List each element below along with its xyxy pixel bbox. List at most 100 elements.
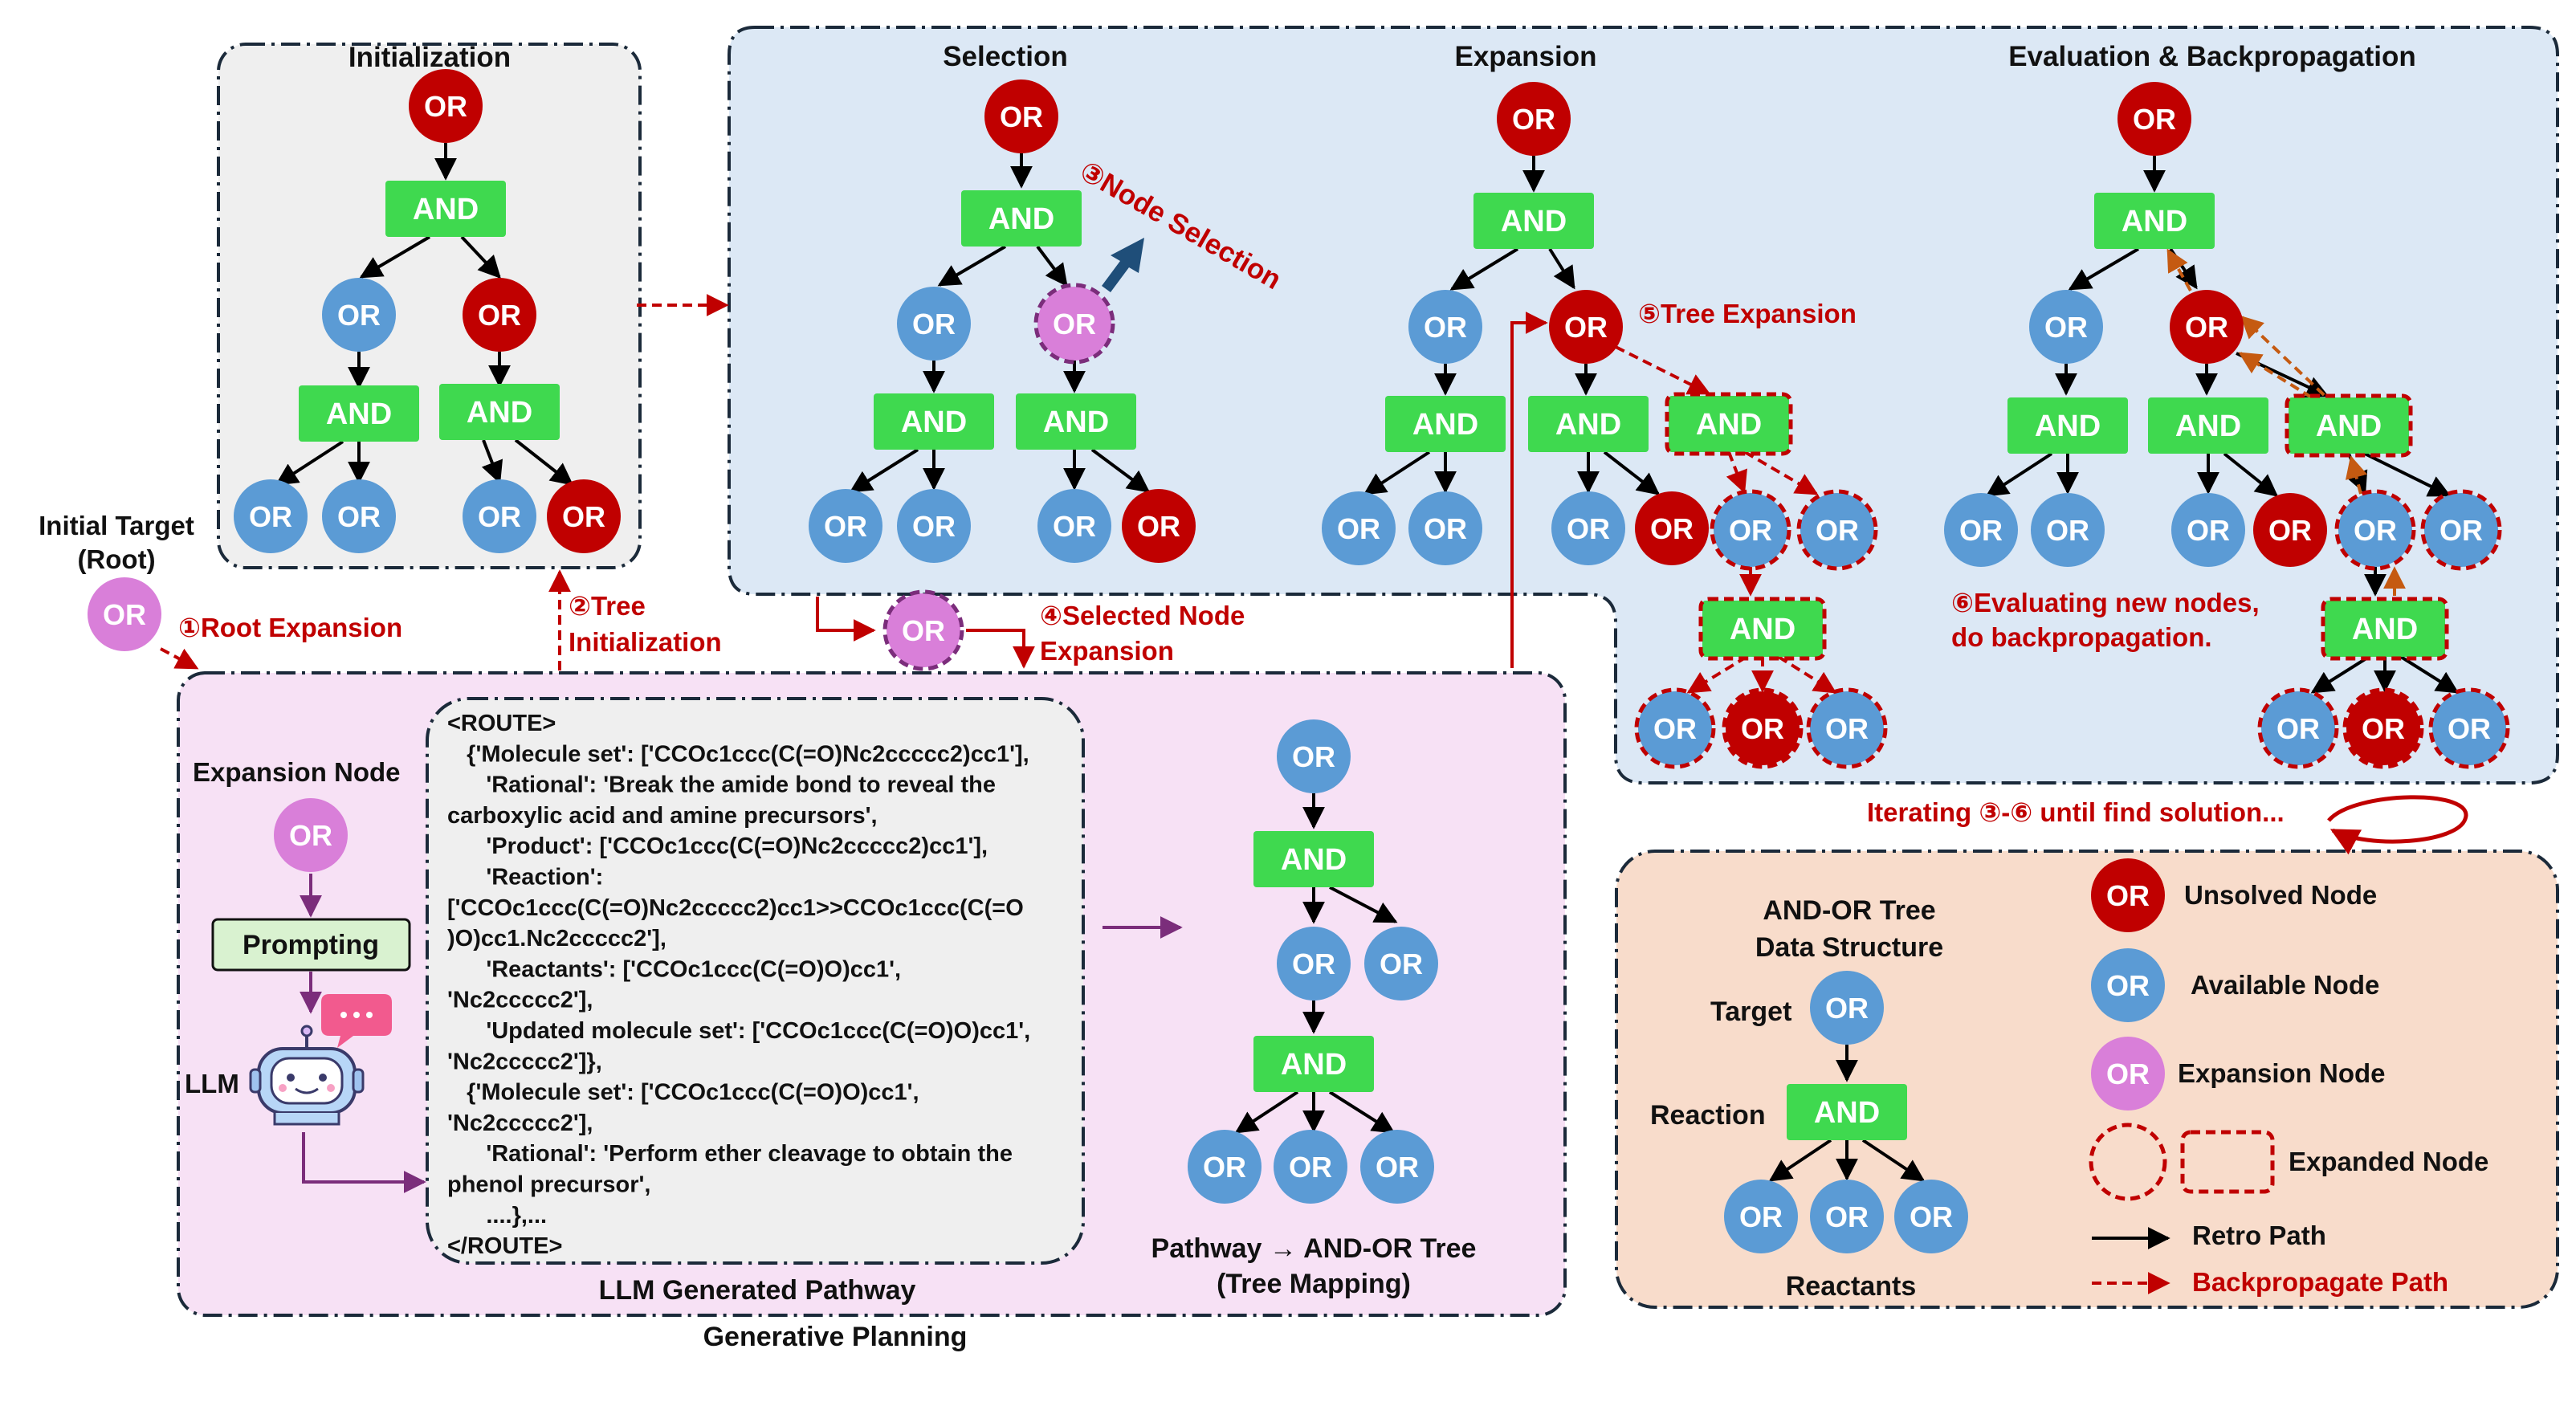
- or-label: OR: [1053, 308, 1096, 340]
- route-line: 'Reactants': ['CCOc1ccc(C(=O)O)cc1',: [447, 956, 901, 982]
- or-node-blue: OR: [1894, 1180, 1968, 1253]
- or-label: OR: [2044, 311, 2088, 344]
- robot-icon: [249, 1025, 365, 1126]
- or-node-blue: OR: [1634, 687, 1716, 769]
- or-node-blue: OR: [2428, 687, 2510, 769]
- legend-backprop-label: Backpropagate Path: [2192, 1267, 2448, 1297]
- and-label: AND: [2352, 613, 2418, 646]
- pathway-caption: LLM Generated Pathway: [599, 1275, 916, 1306]
- or-label: OR: [249, 500, 292, 533]
- or-label: OR: [1816, 514, 1859, 547]
- and-label: AND: [1281, 843, 1347, 877]
- prompting-label: Prompting: [243, 930, 379, 960]
- or-label: OR: [1910, 1200, 1953, 1233]
- step2-initialization-label: Initialization: [569, 627, 722, 657]
- and-node: AND: [385, 181, 506, 237]
- or-label: OR: [1650, 512, 1694, 545]
- legend-target-label: Target: [1710, 996, 1791, 1027]
- or-label: OR: [1292, 947, 1335, 980]
- and-node: AND: [2285, 393, 2413, 458]
- and-label: AND: [1730, 613, 1795, 646]
- route-line: 'Nc2ccccc2'],: [447, 988, 593, 1013]
- step5-tree-expansion: ⑤Tree Expansion: [1638, 299, 1857, 328]
- expansion-node-or: OR: [274, 798, 348, 872]
- or-label: OR: [337, 500, 381, 533]
- and-node: AND: [2007, 397, 2128, 454]
- legend-unsolved-label: Unsolved Node: [2184, 880, 2377, 910]
- or-node-blue: OR: [897, 489, 971, 563]
- or-node-blue: OR: [234, 479, 308, 553]
- route-text: <ROUTE> {'Molecule set': ['CCOc1ccc(C(=O…: [447, 711, 1030, 1259]
- legend-expanded-rect: [2180, 1130, 2275, 1194]
- pathway-box: [426, 697, 1085, 1265]
- and-node: AND: [1665, 392, 1793, 456]
- or-label: OR: [2185, 311, 2228, 344]
- selected-node-expansion: OR: [882, 589, 964, 671]
- or-label: OR: [103, 598, 146, 631]
- and-label: AND: [2035, 410, 2101, 443]
- or-node-red: OR: [1722, 687, 1804, 769]
- and-label: AND: [901, 405, 967, 439]
- or-node-red: OR: [1549, 290, 1623, 364]
- or-label: OR: [1567, 512, 1610, 545]
- and-node: AND: [299, 385, 419, 442]
- route-line: 'Product': ['CCOc1ccc(C(=O)Nc2ccccc2)cc1…: [447, 833, 988, 859]
- and-label: AND: [1043, 405, 1109, 439]
- legend-reaction-label: Reaction: [1650, 1100, 1766, 1131]
- legend-expansion-node: OR: [2091, 1037, 2165, 1110]
- and-label: AND: [1555, 408, 1621, 442]
- route-line: )O)cc1.Nc2ccccc2'],: [447, 926, 666, 952]
- or-label: OR: [824, 510, 867, 543]
- step2-tree-label: ②Tree: [569, 591, 646, 621]
- and-node: AND: [2094, 193, 2215, 249]
- or-label: OR: [2133, 103, 2176, 136]
- or-node-blue: OR: [1806, 687, 1888, 769]
- and-node: AND: [1473, 193, 1594, 249]
- or-node-blue: OR: [1796, 489, 1878, 571]
- or-node-blue: OR: [2334, 489, 2416, 571]
- route-line: </ROUTE>: [447, 1233, 562, 1259]
- or-label: OR: [1653, 712, 1697, 745]
- or-label: OR: [1337, 512, 1380, 545]
- or-label: OR: [1424, 512, 1467, 545]
- mapping-label-2: (Tree Mapping): [1217, 1269, 1411, 1299]
- or-label: OR: [1424, 311, 1467, 344]
- or-label: OR: [2106, 879, 2150, 912]
- and-label: AND: [1696, 408, 1762, 442]
- route-line: phenol precursor',: [447, 1172, 650, 1198]
- route-line: carboxylic acid and amine precursors',: [447, 803, 878, 829]
- route-line: {'Molecule set': ['CCOc1ccc(C(=O)O)cc1',: [447, 1080, 919, 1106]
- selection-pointer-icon: [1102, 238, 1144, 292]
- or-node-blue: OR: [2171, 493, 2245, 567]
- legend-available-label: Available Node: [2191, 970, 2379, 1000]
- or-label: OR: [1512, 103, 1555, 136]
- or-node-blue: OR: [1724, 1180, 1798, 1253]
- or-label: OR: [1564, 311, 1608, 344]
- route-line: 'Reaction':: [447, 865, 603, 890]
- or-label: OR: [478, 500, 521, 533]
- step4-expansion: Expansion: [1040, 636, 1174, 666]
- or-node-blue: OR: [1364, 927, 1438, 1000]
- legend-available-node: OR: [2091, 948, 2165, 1022]
- and-label: AND: [1412, 408, 1478, 442]
- legend-reactants-label: Reactants: [1786, 1271, 1917, 1302]
- or-node-red: OR: [1497, 82, 1571, 156]
- or-label: OR: [289, 819, 332, 852]
- llm-label: LLM: [185, 1069, 239, 1098]
- and-node: AND: [2148, 397, 2268, 454]
- or-label: OR: [912, 308, 956, 340]
- or-node-blue: OR: [1810, 1180, 1884, 1253]
- or-label: OR: [337, 299, 381, 332]
- or-label: OR: [1741, 712, 1784, 745]
- step4-selected-node: ④Selected Node: [1040, 601, 1245, 630]
- legend-expanded-label: Expanded Node: [2289, 1147, 2488, 1176]
- initial-target-root-label: (Root): [77, 544, 155, 574]
- and-node: AND: [1528, 396, 1649, 452]
- or-node-blue: OR: [1408, 491, 1482, 565]
- or-label: OR: [1825, 1200, 1869, 1233]
- and-label: AND: [2316, 410, 2382, 443]
- or-label: OR: [2448, 712, 2491, 745]
- or-label: OR: [2439, 514, 2483, 547]
- expansion-node-label: Expansion Node: [193, 757, 401, 787]
- or-label: OR: [1289, 1151, 1332, 1184]
